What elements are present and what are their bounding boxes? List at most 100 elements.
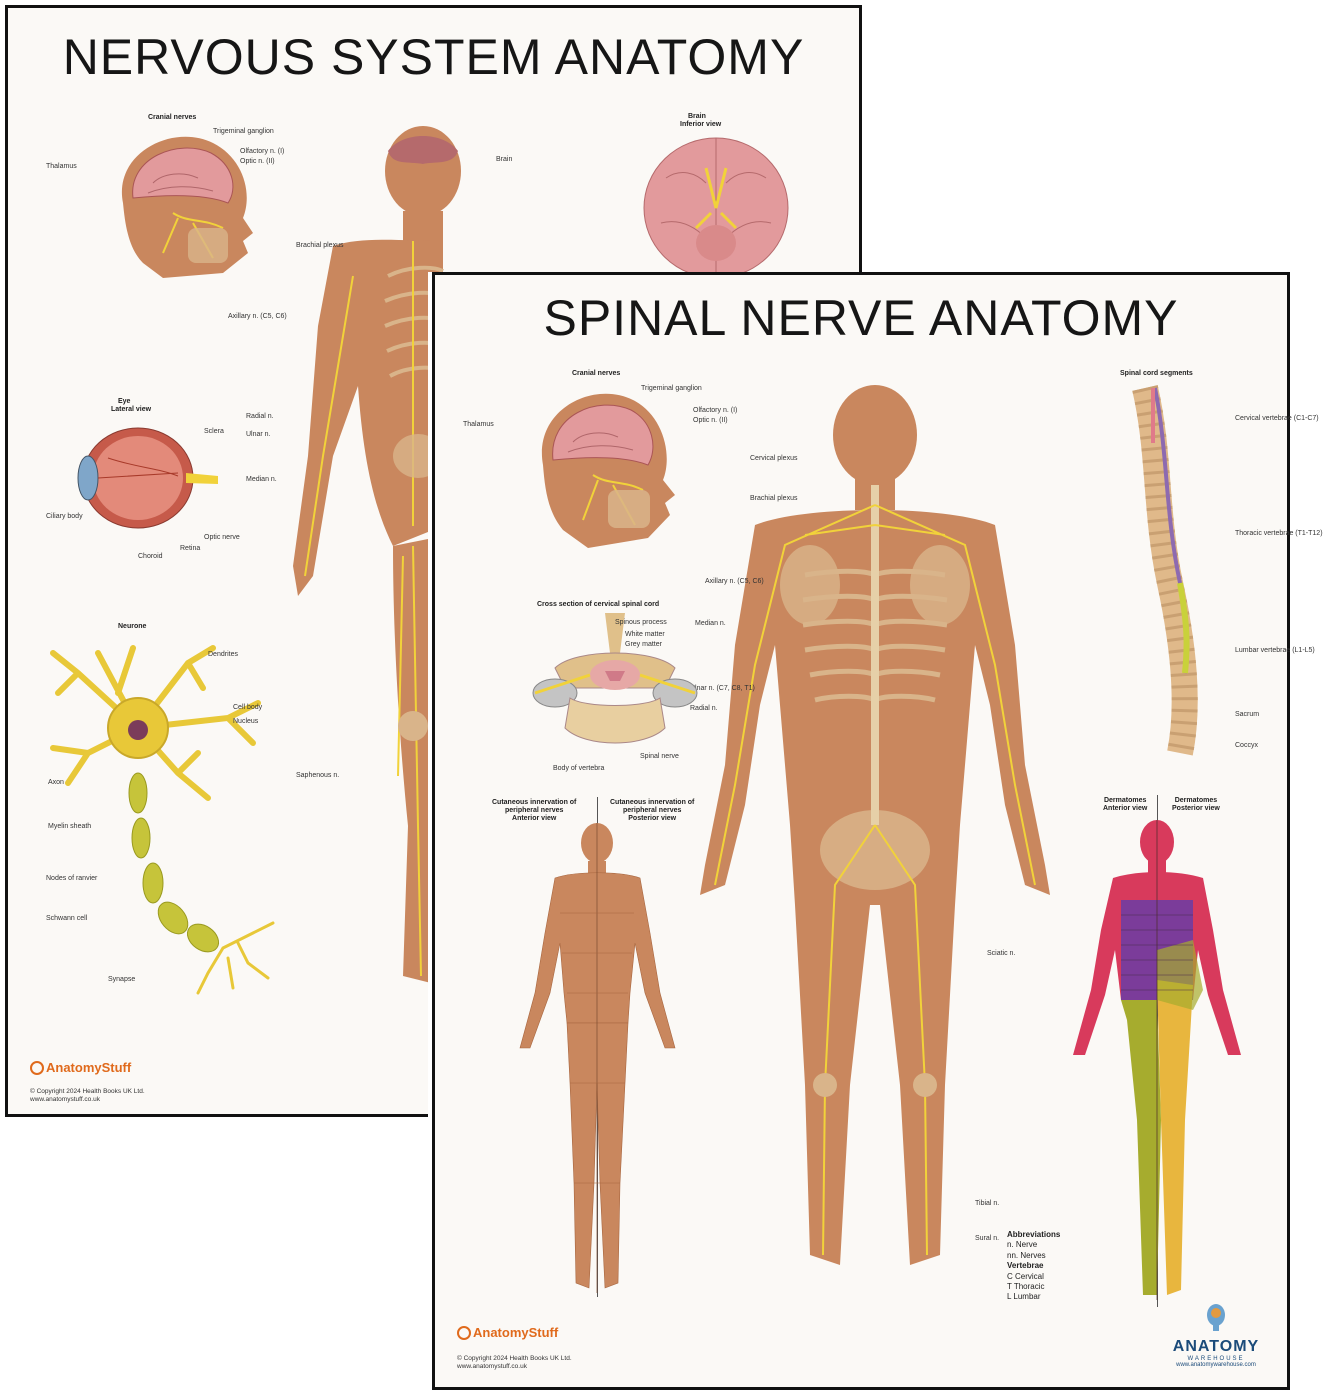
logo-icon	[457, 1326, 471, 1340]
spinal-column-illustration	[1132, 385, 1198, 756]
label-spinous-process: Spinous process	[615, 619, 667, 626]
label-radial: Radial n.	[690, 705, 718, 712]
logo-text: AnatomyStuff	[473, 1325, 559, 1340]
dermatomes-posterior-line-2: Posterior view	[1172, 805, 1220, 813]
abbr-c: C Cervical	[1007, 1271, 1044, 1281]
dermatomes-body-illustration	[1073, 820, 1241, 1300]
abbr-n: n. Nerve	[1007, 1240, 1038, 1250]
section-cross-section: Cross section of cervical spinal cord	[537, 601, 660, 608]
anterior-body-illustration	[293, 126, 461, 986]
label-optic: Optic n. (II)	[693, 417, 728, 424]
logo-text: AnatomyStuff	[46, 1060, 132, 1075]
section-brain-view: Inferior view	[680, 121, 722, 128]
label-olfactory: Olfactory n. (I)	[240, 148, 285, 155]
section-spinal-cord-segments: Spinal cord segments	[1120, 370, 1193, 377]
label-axillary: Axillary n. (C5, C6)	[705, 578, 764, 585]
abbr-l: L Lumbar	[1007, 1292, 1041, 1302]
cutaneous-anterior-line-3: Anterior view	[512, 815, 557, 823]
section-dermatomes-anterior: Dermatomes Anterior view	[1103, 797, 1147, 813]
brain-inferior-illustration	[643, 137, 789, 279]
label-myelin: Myelin sheath	[48, 823, 92, 830]
label-spinal-nerve: Spinal nerve	[640, 753, 679, 760]
label-axon: Axon	[48, 779, 64, 786]
label-sacrum: Sacrum	[1235, 711, 1260, 718]
label-olfactory: Olfactory n. (I)	[693, 407, 738, 414]
dermatomes-anterior-line-1: Dermatomes	[1103, 797, 1147, 804]
label-median: Median n.	[695, 620, 726, 627]
abbr-t: T Thoracic	[1007, 1281, 1045, 1291]
label-cervical-plexus: Cervical plexus	[750, 455, 798, 462]
spinal-cross-section-illustration	[532, 613, 698, 744]
warehouse-url: www.anatomywarehouse.com	[1176, 1362, 1256, 1368]
cutaneous-posterior-line-2: peripheral nerves	[623, 807, 682, 815]
label-tibial: Tibial n.	[975, 1200, 1000, 1207]
section-brain: Brain	[688, 113, 706, 120]
label-sclera: Sclera	[204, 428, 224, 435]
label-white-matter: White matter	[625, 631, 665, 638]
label-cell-body: Cell body	[233, 704, 263, 711]
section-eye-view: Lateral view	[111, 406, 152, 413]
anatomystuff-logo: AnatomyStuff	[457, 1325, 558, 1340]
section-cutaneous-posterior: Cutaneous innervation of peripheral nerv…	[610, 799, 694, 823]
head-cranial-illustration	[121, 136, 253, 278]
label-body-vertebra: Body of vertebra	[553, 765, 605, 772]
logo-icon	[30, 1061, 44, 1075]
copyright: © Copyright 2024 Health Books UK Ltd. ww…	[30, 1088, 145, 1104]
label-brachial-plexus: Brachial plexus	[750, 495, 798, 502]
label-thalamus: Thalamus	[46, 163, 77, 170]
cutaneous-body-illustration	[519, 823, 676, 1293]
label-sciatic: Sciatic n.	[987, 950, 1016, 957]
label-thalamus: Thalamus	[463, 421, 494, 428]
section-dermatomes-posterior: Dermatomes Posterior view	[1172, 797, 1220, 813]
posterior-body-illustration	[700, 385, 1050, 1265]
poster-title: NERVOUS SYSTEM ANATOMY	[62, 29, 805, 85]
abbreviations-box: Abbreviations n. Nerve nn. Nerves Verteb…	[1007, 1230, 1060, 1303]
abbr-nn: nn. Nerves	[1007, 1250, 1046, 1260]
label-saphenous: Saphenous n.	[296, 772, 340, 779]
neurone-illustration	[50, 645, 275, 995]
section-cranial-nerves: Cranial nerves	[572, 370, 621, 377]
label-thoracic-vertebrae: Thoracic vertebrae (T1-T12)	[1235, 530, 1323, 537]
label-nucleus: Nucleus	[233, 718, 259, 725]
label-axillary: Axillary n. (C5, C6)	[228, 313, 287, 320]
label-brachial: Brachial plexus	[296, 242, 344, 249]
abbreviations-heading: Abbreviations	[1007, 1230, 1061, 1239]
label-schwann: Schwann cell	[46, 915, 88, 922]
cutaneous-anterior-line-1: Cutaneous innervation of	[492, 799, 577, 806]
abbr-vertebrae-heading: Vertebrae	[1007, 1261, 1044, 1271]
copyright-line-1: © Copyright 2024 Health Books UK Ltd.	[30, 1088, 145, 1095]
label-ciliary: Ciliary body	[46, 513, 83, 520]
copyright: © Copyright 2024 Health Books UK Ltd. ww…	[457, 1355, 572, 1371]
label-ulnar: Ulnar n.	[246, 431, 271, 438]
label-choroid: Choroid	[138, 553, 163, 560]
anatomystuff-logo: AnatomyStuff	[30, 1060, 131, 1075]
section-cutaneous-anterior: Cutaneous innervation of peripheral nerv…	[492, 799, 576, 823]
dermatomes-anterior-line-2: Anterior view	[1103, 805, 1148, 813]
section-cranial-nerves: Cranial nerves	[148, 114, 197, 121]
label-retina: Retina	[180, 545, 201, 552]
label-lumbar-vertebrae: Lumbar vertebrae (L1-L5)	[1235, 647, 1315, 654]
label-synapse: Synapse	[108, 976, 136, 983]
label-cervical-vertebrae: Cervical vertebrae (C1-C7)	[1235, 415, 1319, 422]
section-neurone: Neurone	[118, 623, 147, 630]
warehouse-head-icon	[1207, 1304, 1225, 1331]
label-trigeminal: Trigeminal ganglion	[213, 128, 274, 135]
poster-title: SPINAL NERVE ANATOMY	[543, 290, 1179, 346]
copyright-line-1: © Copyright 2024 Health Books UK Ltd.	[457, 1355, 572, 1362]
label-ulnar: Ulnar n. (C7, C8, T1)	[690, 685, 755, 692]
copyright-line-2: www.anatomystuff.co.uk	[457, 1363, 527, 1371]
label-dendrites: Dendrites	[208, 651, 238, 658]
label-trigeminal: Trigeminal ganglion	[641, 385, 702, 392]
head-cranial-illustration	[541, 393, 675, 548]
label-brain: Brain	[496, 156, 513, 163]
label-sural: Sural n.	[975, 1235, 1000, 1242]
label-radial: Radial n.	[246, 413, 274, 420]
label-optic: Optic n. (II)	[240, 158, 275, 165]
spinal-nerve-poster: SPINAL NERVE ANATOMY Cranial nerves Trig…	[432, 272, 1323, 1390]
cutaneous-posterior-line-3: Posterior view	[628, 815, 677, 823]
copyright-line-2: www.anatomystuff.co.uk	[30, 1096, 100, 1104]
warehouse-name: ANATOMY	[1172, 1338, 1260, 1355]
section-eye: Eye	[118, 398, 131, 405]
label-optic-nerve: Optic nerve	[204, 534, 240, 541]
cutaneous-posterior-line-1: Cutaneous innervation of	[610, 799, 695, 806]
